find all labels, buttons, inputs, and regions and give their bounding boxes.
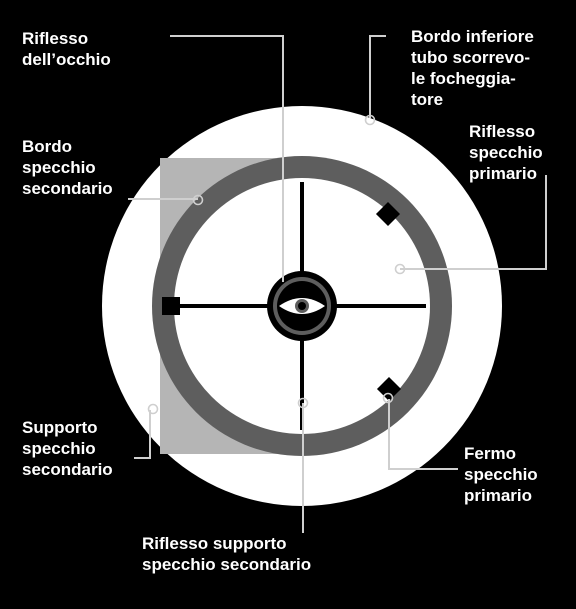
label-riflesso-primario: Riflesso specchio primario (469, 122, 543, 183)
target-dot-fermo-primario (382, 392, 394, 404)
leader-fermo-primario (388, 399, 458, 470)
leader-riflesso-primario (400, 175, 547, 270)
target-dot-bordo-secondario (192, 194, 204, 206)
target-dot-supporto-secondario (147, 403, 159, 415)
label-bordo-secondario: Bordo specchio secondario (22, 137, 113, 198)
label-supporto-secondario: Supporto specchio secondario (22, 418, 113, 479)
square-marker (162, 297, 180, 315)
target-dot-riflesso-supporto (297, 397, 309, 409)
target-dot-bordo-inferiore (364, 114, 376, 126)
label-riflesso-supporto: Riflesso supporto specchio secondario (142, 534, 312, 574)
leader-bordo-inferiore (369, 35, 386, 118)
diamond-marker-bottom (376, 376, 402, 402)
label-riflesso-occhio: Riflesso dell’occhio (22, 29, 111, 69)
diamond-marker-top (375, 201, 401, 227)
leader-supporto-secondario (134, 410, 151, 459)
eye-icon (267, 271, 337, 341)
target-dot-riflesso-primario (394, 263, 406, 275)
leader-riflesso-occhio (170, 35, 284, 282)
label-fermo-primario: Fermo specchio primario (464, 444, 538, 505)
label-bordo-inferiore: Bordo inferiore tubo scorrevo- le focheg… (411, 27, 534, 109)
